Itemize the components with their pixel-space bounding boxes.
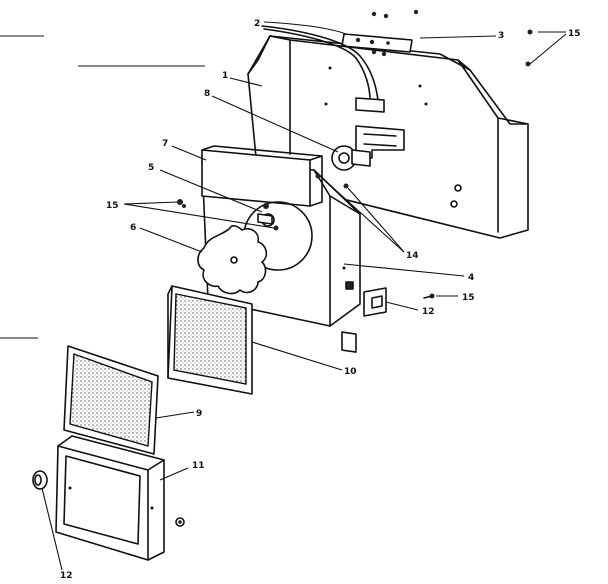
control-knob <box>32 470 48 490</box>
callout-3: 3 <box>498 31 504 41</box>
front-case <box>55 435 165 561</box>
callout-12-left: 12 <box>60 571 73 581</box>
callout-labels: 2 3 15 1 8 7 5 15 6 14 4 15 12 10 9 11 1… <box>60 19 581 581</box>
callout-7: 7 <box>162 139 168 149</box>
callout-6: 6 <box>130 223 136 233</box>
callout-14: 14 <box>406 251 419 261</box>
callout-1: 1 <box>222 71 228 81</box>
element-cover <box>201 145 323 207</box>
callout-15-right: 15 <box>462 293 475 303</box>
callout-15-left: 15 <box>106 201 119 211</box>
wire-harness <box>261 25 385 113</box>
callout-8: 8 <box>204 89 210 99</box>
leader-lines <box>41 21 567 571</box>
filter-panel <box>167 285 253 395</box>
callout-4: 4 <box>468 273 474 283</box>
fan-blade <box>197 225 268 295</box>
callout-2: 2 <box>254 19 260 29</box>
callout-10: 10 <box>344 367 357 377</box>
switch-plate <box>341 9 419 57</box>
screw-set <box>175 29 533 527</box>
callout-9: 9 <box>196 409 202 419</box>
front-grille <box>63 345 159 455</box>
callout-5: 5 <box>148 163 154 173</box>
side-clip <box>363 287 387 317</box>
callout-11: 11 <box>192 461 205 471</box>
shaft-nut <box>257 203 273 225</box>
callout-12-right: 12 <box>422 307 435 317</box>
callout-15-top: 15 <box>568 29 581 39</box>
